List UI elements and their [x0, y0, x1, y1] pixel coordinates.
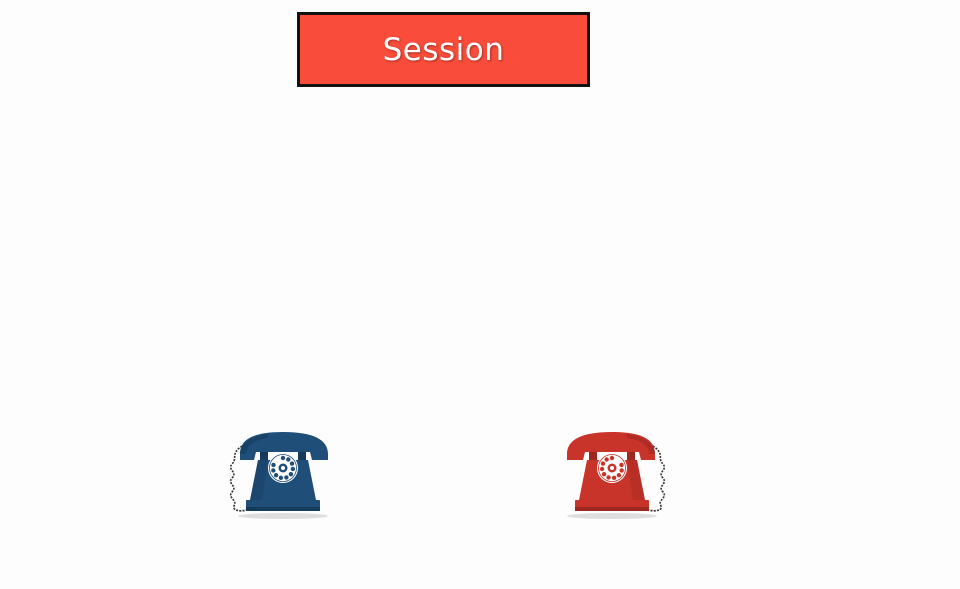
telephone-right-icon [561, 424, 667, 520]
session-label: Session [382, 31, 505, 68]
session-box: Session [297, 12, 590, 87]
telephone-left-icon [228, 424, 334, 520]
